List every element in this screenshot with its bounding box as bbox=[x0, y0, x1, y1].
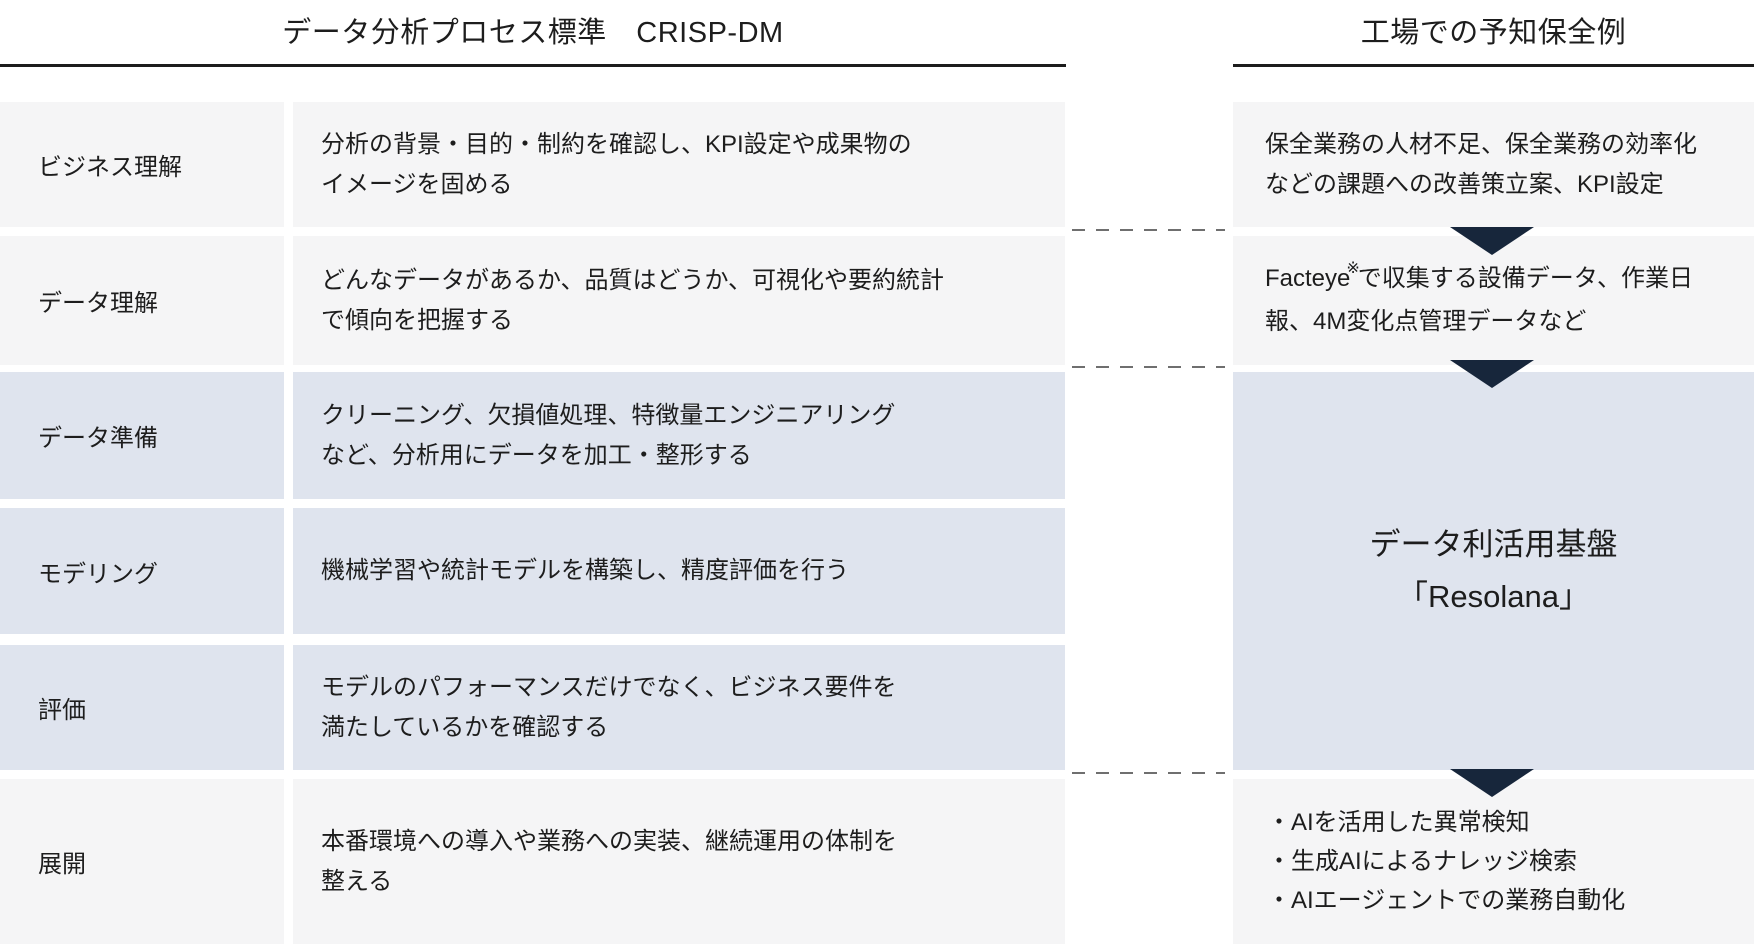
platform-title: データ利活用基盤 「Resolana」 bbox=[1369, 527, 1618, 614]
phase-label-data-understanding: データ理解 bbox=[0, 236, 284, 365]
arrow-down-icon bbox=[1450, 227, 1534, 255]
phase-desc-modeling: 機械学習や統計モデルを構築し、精度評価を行う bbox=[293, 508, 1065, 634]
phase-label-data-preparation: データ準備 bbox=[0, 372, 284, 499]
right-title-rule bbox=[1233, 64, 1754, 67]
factory-box-platform: データ利活用基盤 「Resolana」 bbox=[1233, 372, 1754, 770]
phase-label-deployment: 展開 bbox=[0, 779, 284, 944]
factory-box-data-sources-text: Facteye※で収集する設備データ、作業日 報、4M変化点管理データなど bbox=[1265, 259, 1693, 342]
facteye-label: Facteye bbox=[1265, 265, 1351, 292]
ai-use-case-item: ・生成AIによるナレッジ検索 bbox=[1267, 848, 1577, 875]
phase-label-modeling: モデリング bbox=[0, 508, 284, 634]
dashed-connector-3 bbox=[1072, 772, 1225, 774]
left-title-rule bbox=[0, 64, 1066, 67]
phase-desc-data-understanding: どんなデータがあるか、品質はどうか、可視化や要約統計 で傾向を把握する bbox=[293, 236, 1065, 365]
factory-box-ai-use-cases: ・AIを活用した異常検知 ・生成AIによるナレッジ検索 ・AIエージェントでの業… bbox=[1233, 779, 1754, 944]
phase-desc-business-understanding: 分析の背景・目的・制約を確認し、KPI設定や成果物の イメージを固める bbox=[293, 102, 1065, 227]
right-section-title: 工場での予知保全例 bbox=[1360, 17, 1627, 49]
dashed-connector-2 bbox=[1072, 366, 1225, 368]
arrow-down-icon bbox=[1450, 769, 1534, 797]
factory-box-data-sources: Facteye※で収集する設備データ、作業日 報、4M変化点管理データなど bbox=[1233, 236, 1754, 365]
ai-use-case-item: ・AIエージェントでの業務自動化 bbox=[1267, 887, 1626, 914]
ai-use-case-item: ・AIを活用した異常検知 bbox=[1267, 809, 1530, 836]
factory-box-issues-text: 保全業務の人材不足、保全業務の効率化 などの課題への改善策立案、KPI設定 bbox=[1265, 130, 1697, 198]
left-section-title: データ分析プロセス標準 CRISP-DM bbox=[282, 17, 784, 49]
phase-desc-evaluation: モデルのパフォーマンスだけでなく、ビジネス要件を 満たしているかを確認する bbox=[293, 645, 1065, 770]
phase-desc-deployment: 本番環境への導入や業務への実装、継続運用の体制を 整える bbox=[293, 779, 1065, 944]
phase-desc-data-preparation: クリーニング、欠損値処理、特徴量エンジニアリング など、分析用にデータを加工・整… bbox=[293, 372, 1065, 499]
arrow-down-icon bbox=[1450, 360, 1534, 388]
dashed-connector-1 bbox=[1072, 229, 1225, 231]
facteye-note-mark: ※ bbox=[1346, 260, 1360, 277]
data-sources-rest: で収集する設備データ、作業日 報、4M変化点管理データなど bbox=[1265, 265, 1694, 335]
factory-box-issues: 保全業務の人材不足、保全業務の効率化 などの課題への改善策立案、KPI設定 bbox=[1233, 102, 1754, 227]
phase-label-business-understanding: ビジネス理解 bbox=[0, 102, 284, 227]
phase-label-evaluation: 評価 bbox=[0, 645, 284, 770]
